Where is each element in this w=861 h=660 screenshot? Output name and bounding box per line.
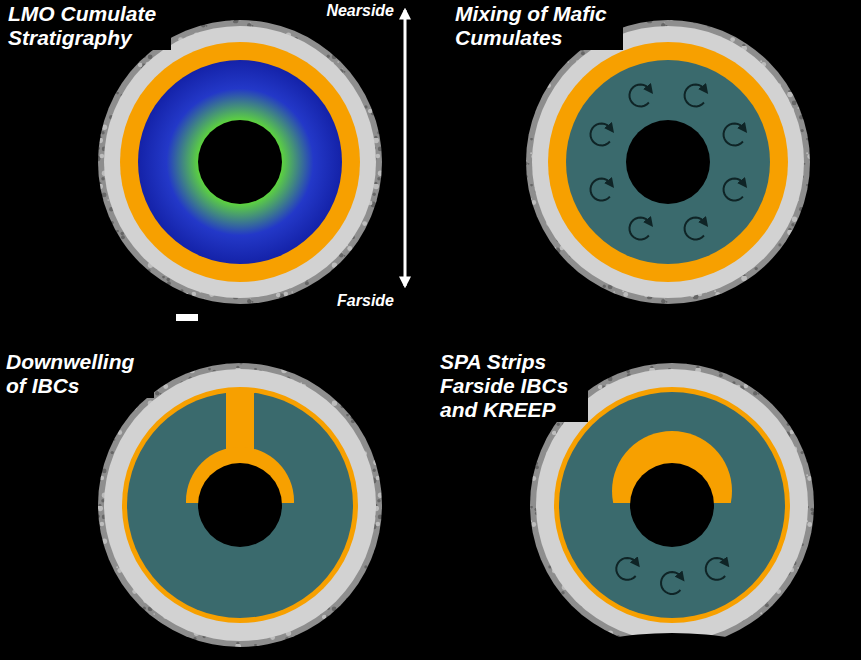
ibc-kreep-layer	[554, 387, 790, 623]
convection-arrow	[706, 558, 726, 580]
label-holder: Downwelling of IBCs	[4, 350, 154, 398]
ibc-kreep-layer	[120, 42, 360, 282]
mafic-mantle	[127, 392, 353, 618]
label-holder: Nearside	[318, 2, 396, 20]
spa-basin	[584, 633, 760, 660]
label-holder: SPA Strips Farside IBCs and KREEP	[438, 350, 588, 422]
convection-arrow	[629, 84, 649, 106]
core	[626, 120, 710, 204]
crust-surface	[526, 20, 810, 304]
side-label: Nearside	[324, 2, 396, 20]
ibc-pile	[186, 447, 294, 503]
convection-arrow	[629, 218, 649, 240]
anorthosite-crust	[104, 369, 376, 641]
label-holder: LMO Cumulate Stratigraphy	[6, 2, 171, 50]
ibc-pile	[612, 431, 732, 503]
core	[630, 463, 714, 547]
panel-title: Mixing of Mafic Cumulates	[453, 2, 623, 50]
convection-arrow	[685, 218, 705, 240]
convection-arrow	[591, 123, 611, 145]
ibc-kreep-layer	[122, 387, 358, 623]
convection-arrow	[591, 179, 611, 201]
ibc-kreep-layer	[548, 42, 788, 282]
core	[198, 463, 282, 547]
orientation-arrow	[404, 10, 407, 286]
mafic-mantle	[566, 60, 770, 264]
panel-title: SPA Strips Farside IBCs and KREEP	[438, 350, 588, 422]
mafic-mantle	[559, 392, 785, 618]
moon-section	[526, 20, 810, 304]
panel-title: LMO Cumulate Stratigraphy	[6, 2, 171, 50]
panel-title: Downwelling of IBCs	[4, 350, 154, 398]
convection-arrow	[616, 558, 636, 580]
label-holder: Farside	[318, 292, 396, 310]
anorthosite-crust	[532, 26, 804, 298]
anorthosite-crust	[104, 26, 376, 298]
label-holder: Mixing of Mafic Cumulates	[453, 2, 623, 50]
convection-arrow	[685, 84, 705, 106]
mafic-mantle	[138, 60, 342, 264]
convection-arrow	[724, 123, 744, 145]
moon-section	[98, 363, 382, 647]
crust-surface	[98, 20, 382, 304]
moon-section	[98, 20, 382, 304]
convection-arrow	[661, 572, 681, 594]
crust-surface	[98, 363, 382, 647]
side-label: Farside	[335, 292, 396, 310]
convection-arrow	[724, 179, 744, 201]
scale-bar	[176, 314, 198, 321]
core	[198, 120, 282, 204]
